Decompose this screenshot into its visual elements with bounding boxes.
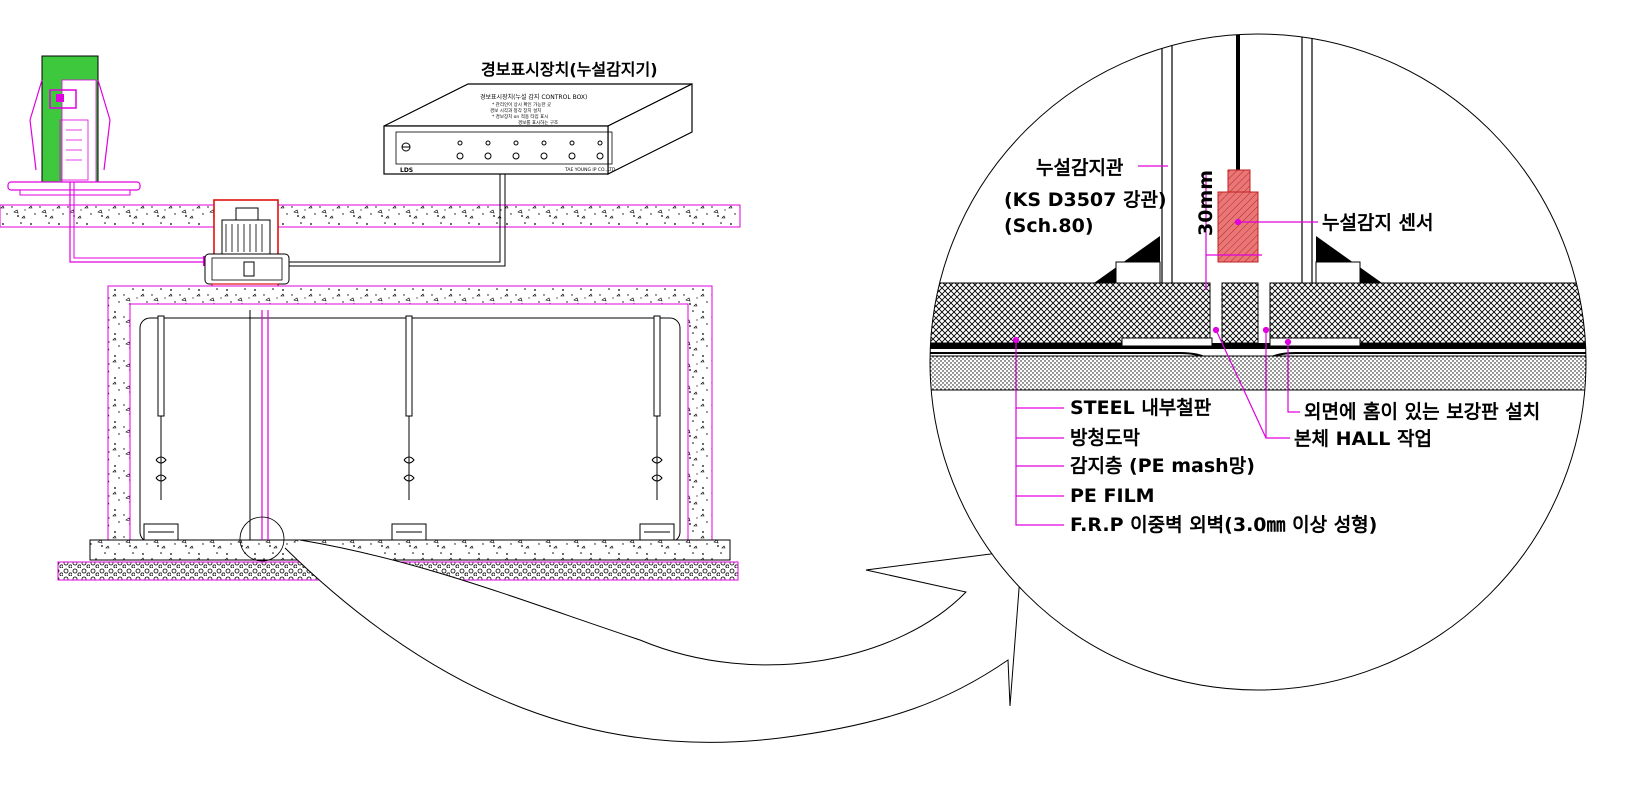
layer-label-steel: STEEL 내부철판 [1070, 397, 1212, 419]
control-box-panel-heading: 경보표시장치(누설 감지 CONTROL BOX) [480, 93, 587, 101]
layer-label-pe-film: PE FILM [1070, 485, 1155, 507]
control-box-note-4: 경보를 표시하는 구조 [518, 119, 558, 126]
leak-detection-tube [239, 310, 285, 562]
control-box-title: 경보표시장치(누설감지기) [481, 60, 658, 79]
control-box [383, 83, 693, 175]
pipe-label: 누설감지관 [1036, 157, 1124, 179]
fuel-dispenser [7, 55, 141, 196]
sensor-label: 누설감지 센서 [1322, 212, 1434, 234]
control-box-note-2: 경보 시각과 청각 장치 설치 [490, 107, 541, 114]
leader-lines [1012, 165, 1318, 526]
layer-label-detection: 감지층 (PE mash망) [1070, 455, 1255, 477]
control-box-brand: LDS [400, 167, 413, 174]
plate-label: 외면에 홈이 있는 보강판 설치 [1304, 400, 1540, 423]
layer-label-frp: F.R.P 이중벽 외벽(3.0㎜ 이상 성형) [1070, 514, 1377, 536]
leak-sensor [1227, 169, 1251, 193]
detail-circle-outline [929, 33, 1587, 691]
pipe-spec-2: (Sch.80) [1004, 215, 1094, 237]
dimension-label: 30mm [1195, 170, 1217, 236]
layer-label-coating: 방청도막 [1070, 427, 1140, 449]
dispenser-pipe [69, 182, 212, 263]
detail-view [930, 34, 1586, 690]
control-box-note-3: * 경보장치 on 적용 타입 표시 [492, 113, 548, 120]
control-box-maker: TAE YOUNG IP CO.,LTD [564, 167, 616, 173]
hall-label: 본체 HALL 작업 [1294, 428, 1432, 450]
pipe-spec-1: (KS D3507 강관) [1004, 189, 1167, 211]
anchor-straps [143, 315, 675, 540]
signal-cable [289, 174, 501, 263]
control-box-note-1: * 관리인이 상시 확인 가능한 곳 [492, 101, 551, 108]
ground-slab [0, 204, 741, 228]
detail-callout-arrow [284, 539, 1023, 743]
